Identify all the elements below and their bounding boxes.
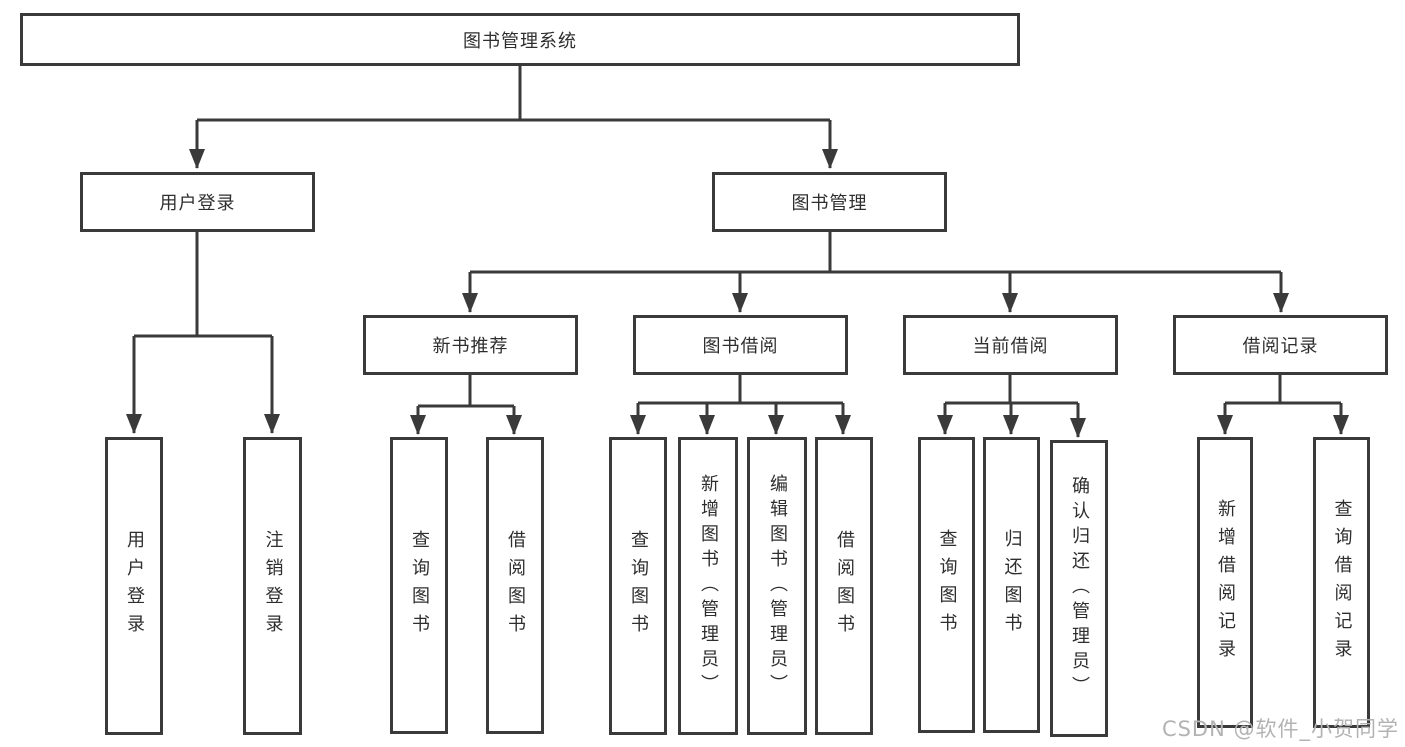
leaf-confirm-return-admin-label: 确认归还（管理员） bbox=[1069, 476, 1090, 701]
leaf-query-books-current: 查询图书 bbox=[918, 437, 975, 733]
leaf-query-books-recommend-label: 查询图书 bbox=[409, 529, 430, 642]
leaf-query-books-recommend: 查询图书 bbox=[390, 437, 448, 734]
connectors-login-branch bbox=[126, 232, 280, 434]
leaf-add-book-admin-label: 新增图书（管理员） bbox=[698, 473, 719, 699]
connectors-current-borrow-group bbox=[937, 375, 1086, 438]
node-user-login-branch-label: 用户登录 bbox=[159, 193, 236, 214]
leaf-user-login-label: 用户登录 bbox=[124, 530, 145, 642]
leaf-borrow-books-recommend: 借阅图书 bbox=[486, 437, 544, 734]
node-new-book-recommend-label: 新书推荐 bbox=[432, 336, 509, 357]
leaf-borrow-books-recommend-label: 借阅图书 bbox=[505, 529, 526, 642]
node-root-label: 图书管理系统 bbox=[463, 30, 577, 52]
node-book-management-branch-label: 图书管理 bbox=[791, 193, 868, 214]
csdn-watermark: CSDN @软件_小贺同学 bbox=[1161, 717, 1399, 741]
node-user-login-branch: 用户登录 bbox=[80, 172, 315, 232]
node-current-borrow-label: 当前借阅 bbox=[972, 336, 1049, 357]
leaf-logout: 注销登录 bbox=[243, 437, 302, 735]
node-book-management-branch: 图书管理 bbox=[712, 172, 947, 232]
leaf-add-borrow-record: 新增借阅记录 bbox=[1197, 437, 1253, 728]
leaf-query-borrow-record-label: 查询借阅记录 bbox=[1331, 498, 1353, 667]
leaf-query-books-current-label: 查询图书 bbox=[936, 529, 958, 641]
node-borrow-record: 借阅记录 bbox=[1173, 315, 1388, 375]
leaf-edit-book-admin-label: 编辑图书（管理员） bbox=[767, 473, 788, 699]
leaf-edit-book-admin: 编辑图书（管理员） bbox=[747, 437, 807, 735]
leaf-borrow-book-label: 借阅图书 bbox=[834, 530, 855, 642]
node-root-system: 图书管理系统 bbox=[20, 13, 1020, 66]
leaf-return-book-label: 归还图书 bbox=[1001, 529, 1023, 641]
node-borrow-record-label: 借阅记录 bbox=[1242, 336, 1319, 357]
leaf-query-books-borrow-label: 查询图书 bbox=[628, 530, 649, 642]
node-new-book-recommend: 新书推荐 bbox=[363, 315, 578, 375]
leaf-add-book-admin: 新增图书（管理员） bbox=[678, 437, 738, 735]
leaf-confirm-return-admin: 确认归还（管理员） bbox=[1050, 440, 1108, 737]
leaf-return-book: 归还图书 bbox=[983, 437, 1040, 733]
node-book-borrow: 图书借阅 bbox=[633, 315, 848, 375]
connectors-management-branch bbox=[462, 232, 1289, 313]
leaf-logout-label: 注销登录 bbox=[262, 530, 284, 642]
connectors-new-book-group bbox=[410, 375, 522, 435]
connectors-borrow-record-group bbox=[1217, 375, 1349, 435]
leaf-query-books-borrow: 查询图书 bbox=[609, 437, 667, 735]
leaf-query-borrow-record: 查询借阅记录 bbox=[1313, 437, 1370, 728]
connectors-book-borrow-group bbox=[630, 375, 851, 435]
leaf-borrow-book: 借阅图书 bbox=[815, 437, 873, 735]
leaf-add-borrow-record-label: 新增借阅记录 bbox=[1215, 498, 1236, 667]
node-book-borrow-label: 图书借阅 bbox=[702, 336, 779, 357]
connectors-root bbox=[189, 66, 838, 169]
leaf-user-login: 用户登录 bbox=[105, 437, 163, 735]
node-current-borrow: 当前借阅 bbox=[903, 315, 1118, 375]
